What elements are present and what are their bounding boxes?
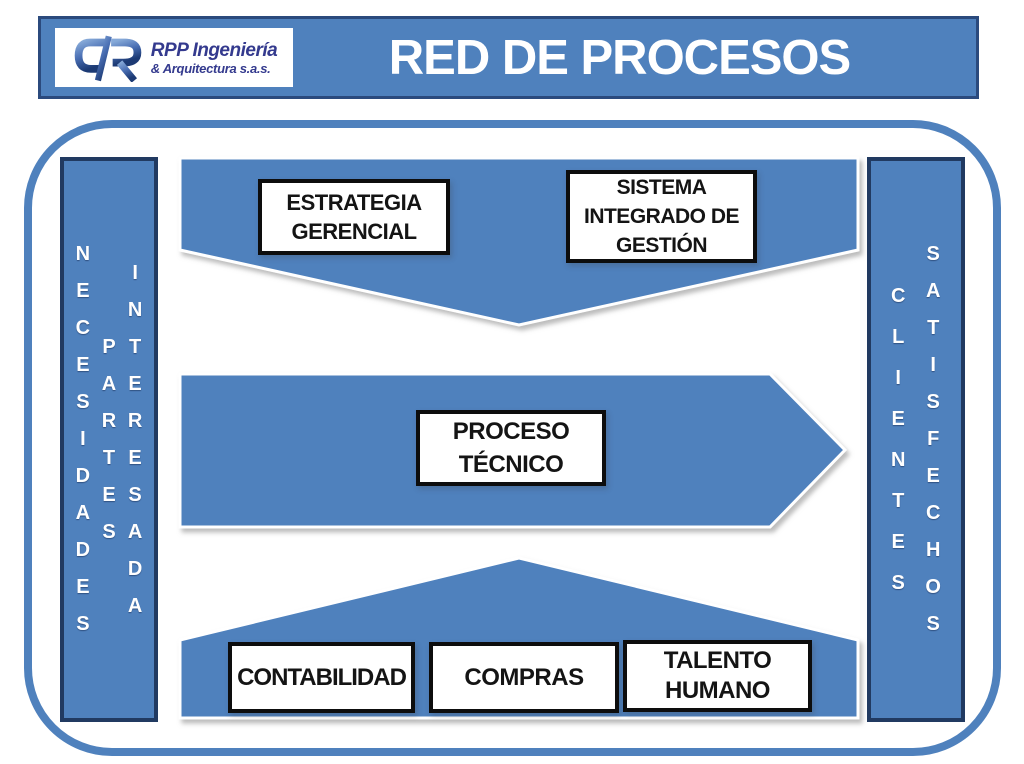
process-box-contabilidad: CONTABILIDAD xyxy=(228,642,415,713)
logo-text: RPP Ingeniería & Arquitectura s.a.s. xyxy=(150,39,278,76)
process-box-estrategia-gerencial: ESTRATEGIA GERENCIAL xyxy=(258,179,450,255)
page-title: RED DE PROCESOS xyxy=(388,30,851,85)
header-bar: RPP Ingeniería & Arquitectura s.a.s. RED… xyxy=(38,16,979,99)
vertical-word-necesidades: N E C E S I D A D E S xyxy=(75,243,91,635)
process-box-talento-humano: TALENTO HUMANO xyxy=(623,640,812,712)
process-box-compras: COMPRAS xyxy=(429,642,619,713)
vertical-word-clientes: C L I E N T E S xyxy=(890,284,906,594)
process-box-proceso-tecnico: PROCESO TÉCNICO xyxy=(416,410,606,486)
diagram-frame xyxy=(24,120,1001,756)
logo-company-name: RPP Ingeniería xyxy=(150,39,278,61)
vertical-word-interesada: I N T E R E S A D A xyxy=(127,261,143,617)
right-output-bar: C L I E N T E S S A T I S F E C H O S xyxy=(867,157,965,722)
process-box-sistema-integrado-gestion: SISTEMA INTEGRADO DE GESTIÓN xyxy=(566,170,757,263)
logo-company-subname: & Arquitectura s.a.s. xyxy=(150,60,271,76)
rpp-monogram-icon xyxy=(74,35,142,82)
vertical-word-partes: P A R T E S xyxy=(101,335,117,543)
vertical-word-satisfechos: S A T I S F E C H O S xyxy=(925,243,941,635)
company-logo: RPP Ingeniería & Arquitectura s.a.s. xyxy=(55,28,293,87)
left-input-bar: N E C E S I D A D E S P A R T E S I N T … xyxy=(60,157,158,722)
